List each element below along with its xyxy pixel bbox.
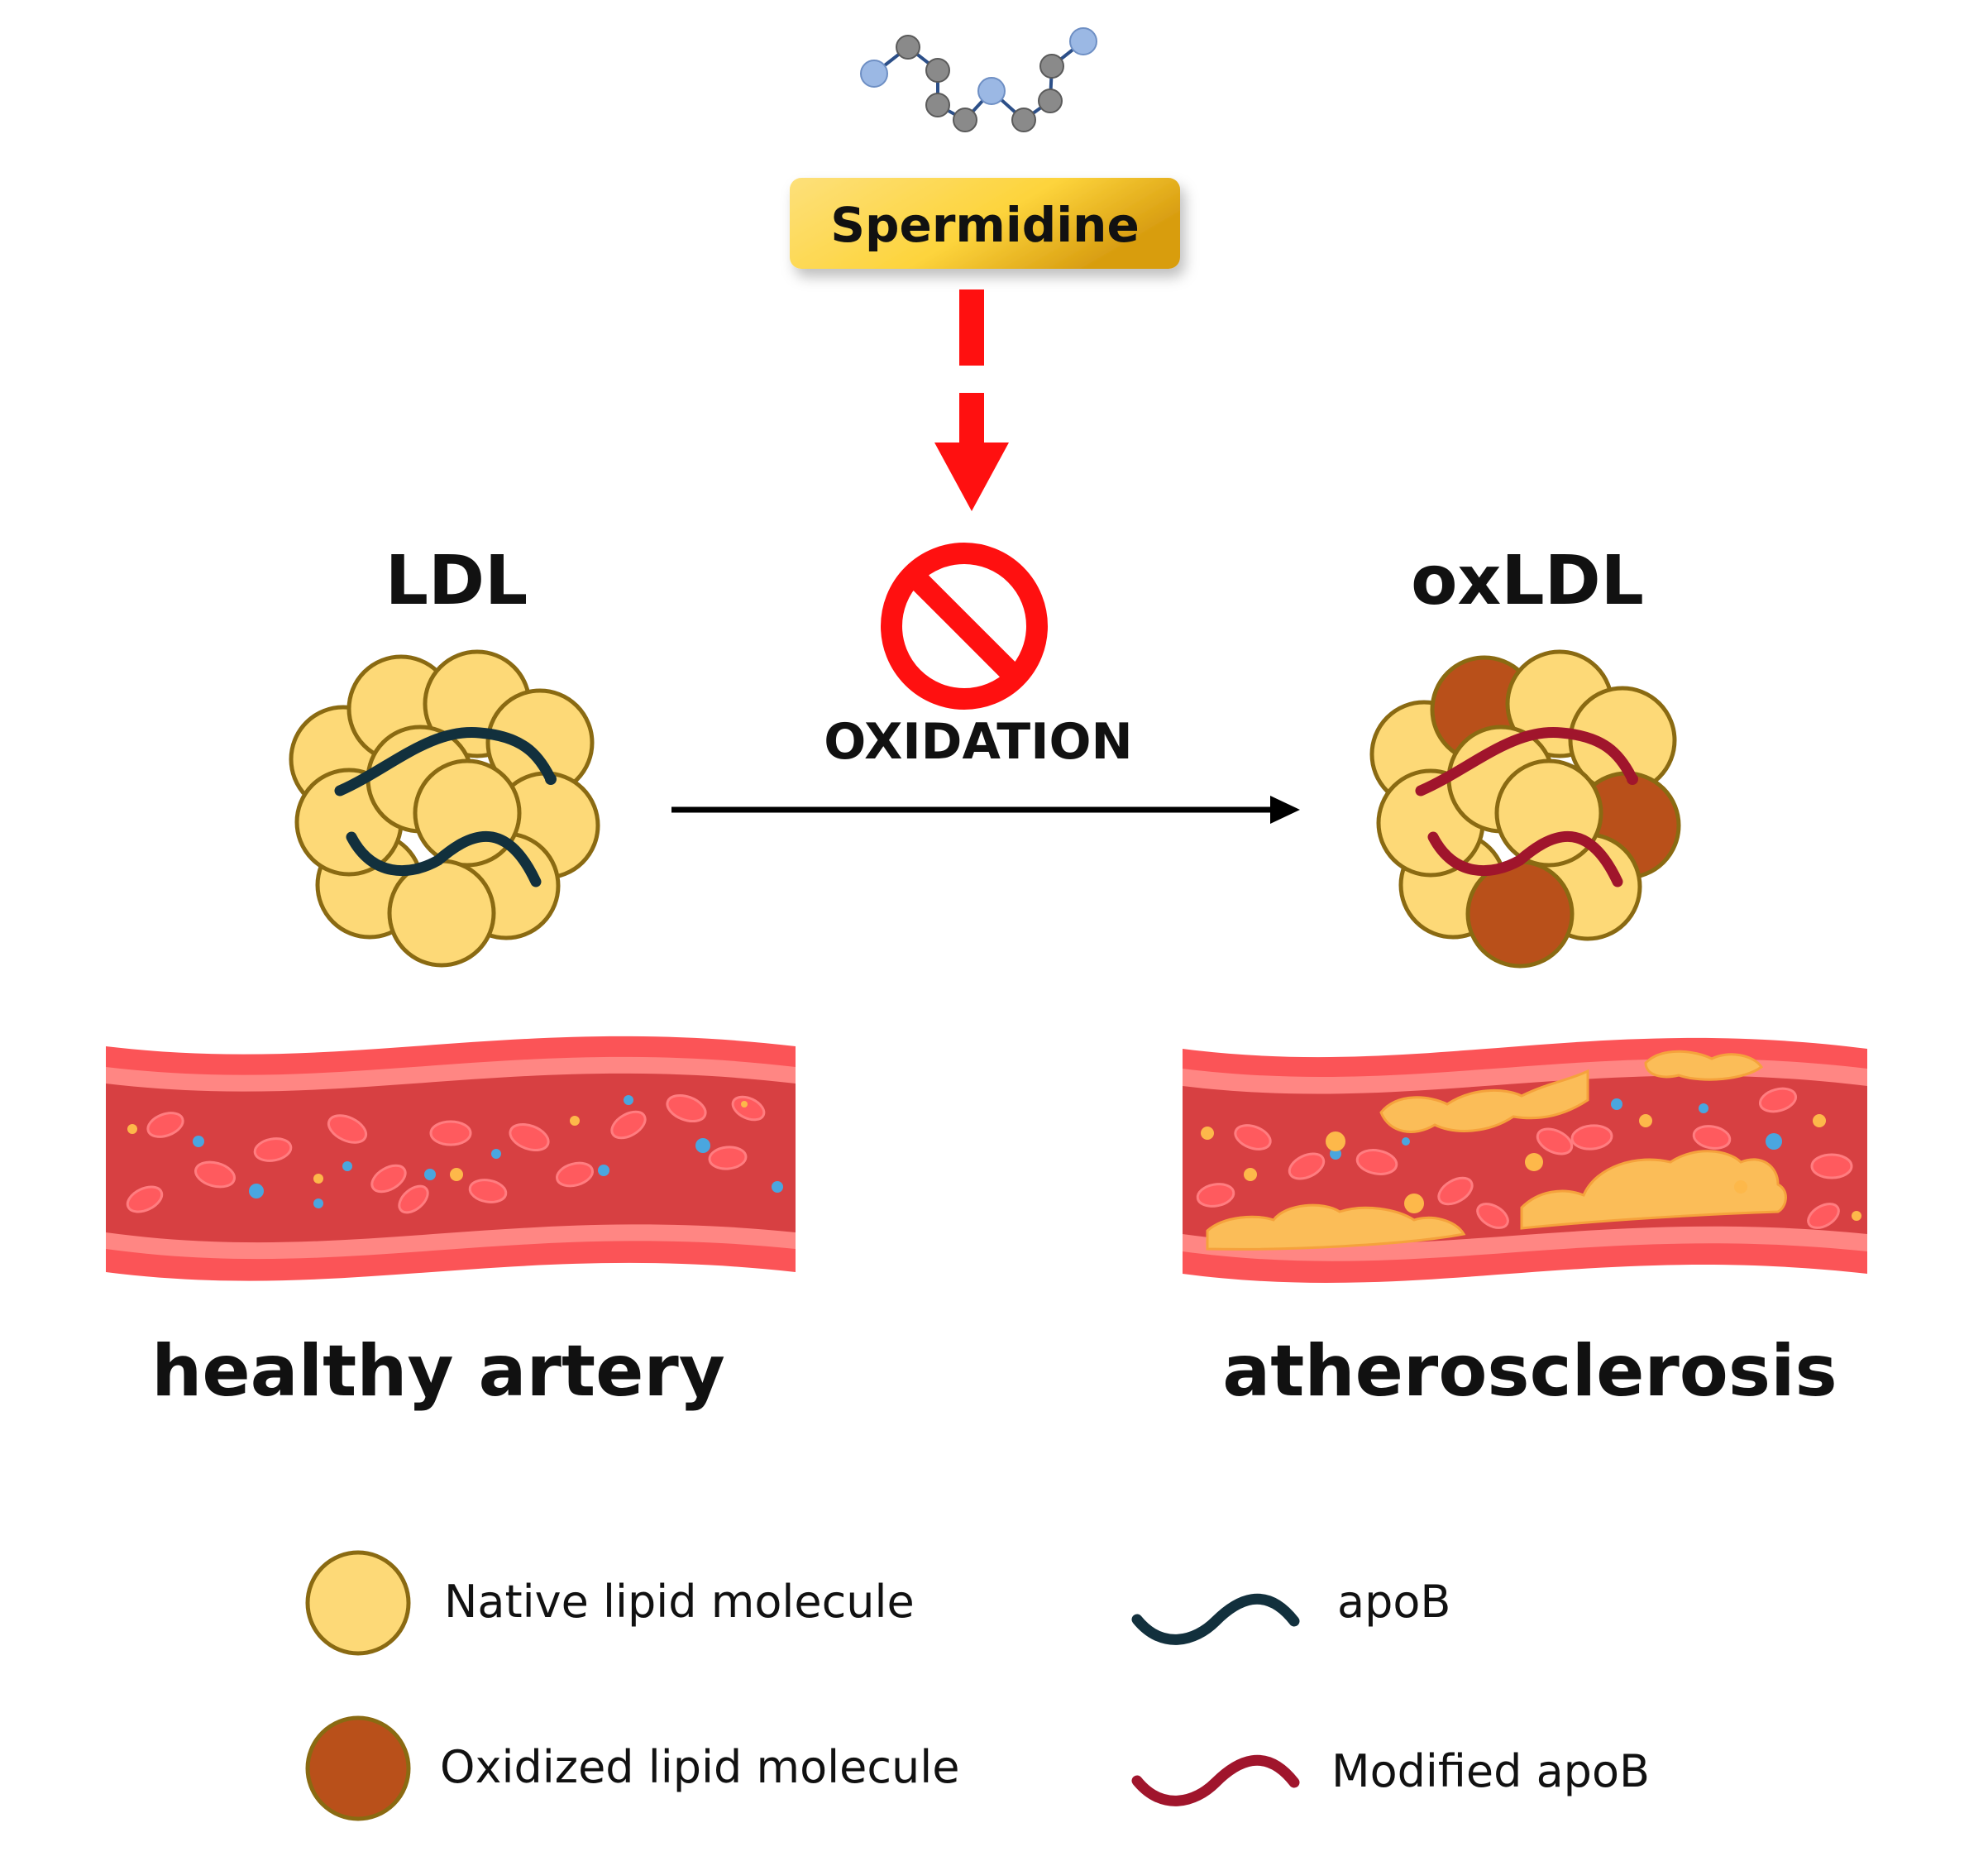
spermidine-label: Spermidine <box>830 197 1140 253</box>
atherosclerosis-artery-illustration <box>1183 1037 1867 1283</box>
oxldl-title: oxLDL <box>1411 542 1644 620</box>
ldl-title: LDL <box>385 542 528 620</box>
oxldl-modified-apob-strands <box>1415 727 1638 887</box>
prohibition-icon <box>881 543 1048 710</box>
legend-oxidized-lipid-label: Oxidized lipid molecule <box>440 1741 960 1793</box>
oxldl-particle <box>1369 649 1681 969</box>
apob-swatch-icon <box>1131 1593 1300 1645</box>
native-lipid-swatch-icon <box>305 1550 411 1656</box>
ldl-apob-strands <box>334 727 557 887</box>
legend-apob-label: apoB <box>1337 1576 1450 1628</box>
ldl-particle <box>289 649 600 968</box>
oxidized-lipid-swatch-icon <box>305 1715 411 1821</box>
modified-apob-swatch-icon <box>1131 1754 1300 1806</box>
healthy-artery-illustration <box>106 1036 796 1281</box>
atherosclerosis-label: atherosclerosis <box>1222 1330 1837 1413</box>
legend-item-modified-apob: Modified apoB <box>1131 1745 1650 1806</box>
inhibition-arrow <box>934 289 1009 511</box>
spermidine-label-box: Spermidine <box>790 178 1180 269</box>
legend-item-apob: apoB <box>1131 1576 1450 1645</box>
legend: Native lipid molecule Oxidized lipid mol… <box>305 1550 1650 1821</box>
legend-modified-apob-label: Modified apoB <box>1331 1745 1650 1797</box>
healthy-artery-label: healthy artery <box>151 1330 725 1413</box>
spermidine-molecule-icon <box>860 27 1097 132</box>
plaque-deposits <box>1206 1050 1787 1251</box>
legend-native-lipid-label: Native lipid molecule <box>444 1576 915 1628</box>
legend-item-oxidized-lipid: Oxidized lipid molecule <box>305 1715 960 1821</box>
oxidation-label: OXIDATION <box>824 713 1133 771</box>
legend-item-native-lipid: Native lipid molecule <box>305 1550 915 1656</box>
reaction-arrow <box>671 796 1300 824</box>
